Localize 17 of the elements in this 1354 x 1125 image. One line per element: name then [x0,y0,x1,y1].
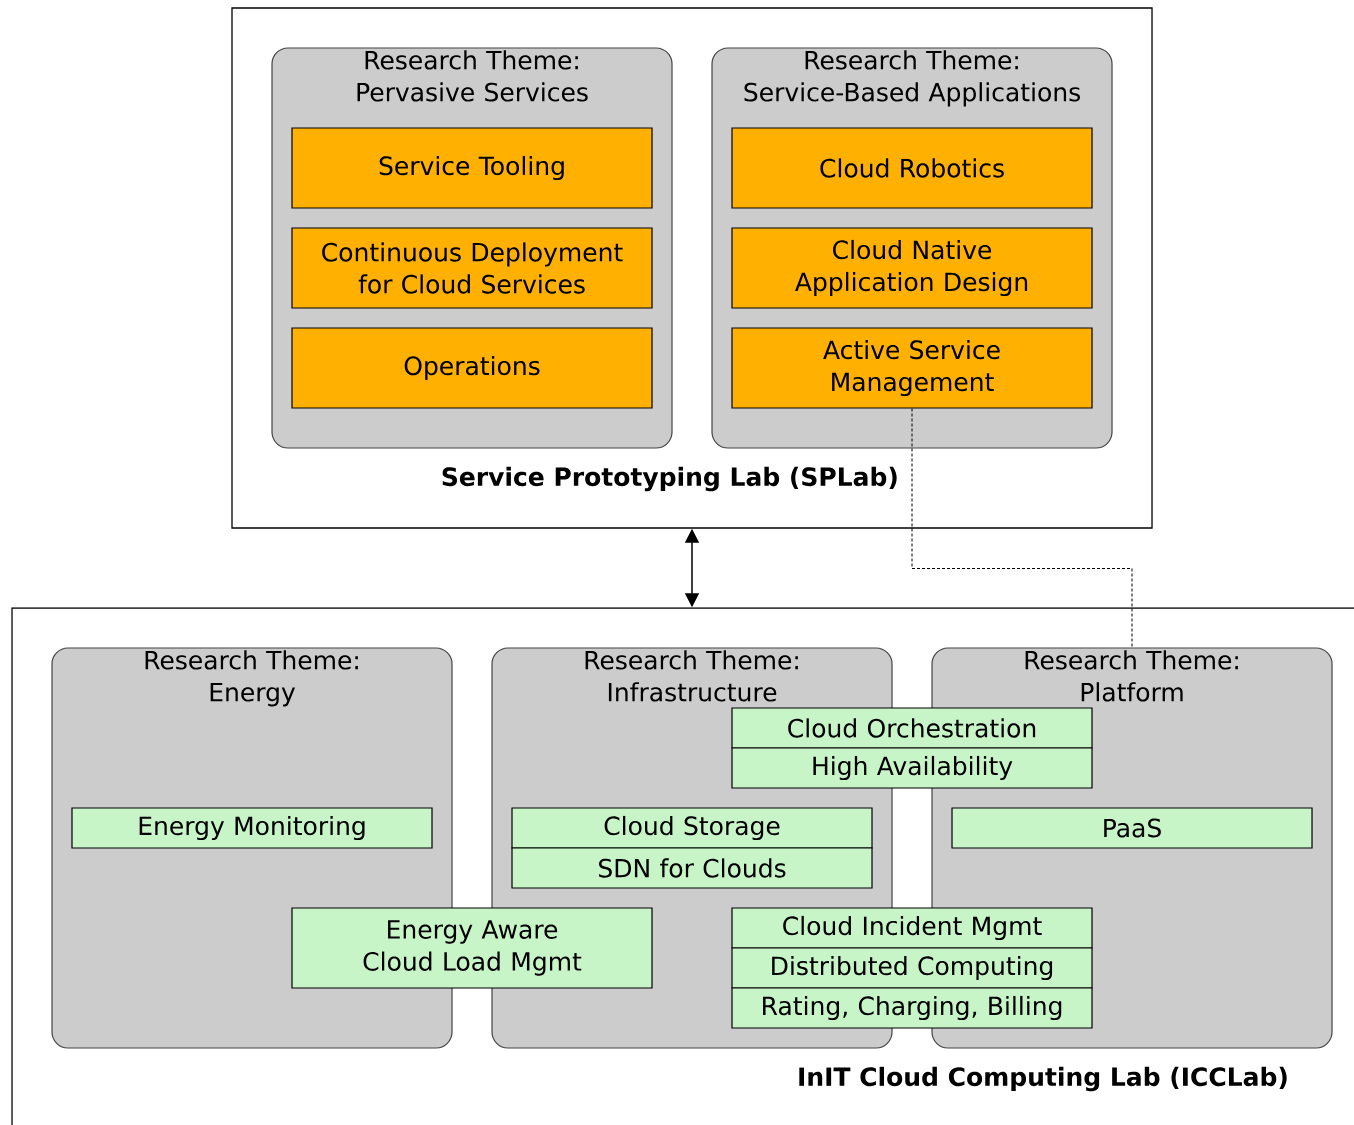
research-topic-box: Energy Aware Cloud Load Mgmt [291,907,653,989]
research-topic-box: Distributed Computing [731,947,1093,989]
research-project-box: Active Service Management [731,327,1093,409]
research-project-box: Continuous Deployment for Cloud Services [291,227,653,309]
research-topic-box: Cloud Storage [511,807,873,849]
connector-line [911,408,1133,648]
research-project-box: Cloud Native Application Design [731,227,1093,309]
research-project-box: Service Tooling [291,127,653,209]
research-project-box: Cloud Robotics [731,127,1093,209]
research-topic-box: PaaS [951,807,1313,849]
research-topic-box: Rating, Charging, Billing [731,987,1093,1029]
research-topic-box: Cloud Orchestration [731,707,1093,749]
research-topic-box: Cloud Incident Mgmt [731,907,1093,949]
research-topic-box: High Availability [731,747,1093,789]
research-topic-box: SDN for Clouds [511,847,873,889]
research-project-box: Operations [291,327,653,409]
research-topic-box: Energy Monitoring [71,807,433,849]
